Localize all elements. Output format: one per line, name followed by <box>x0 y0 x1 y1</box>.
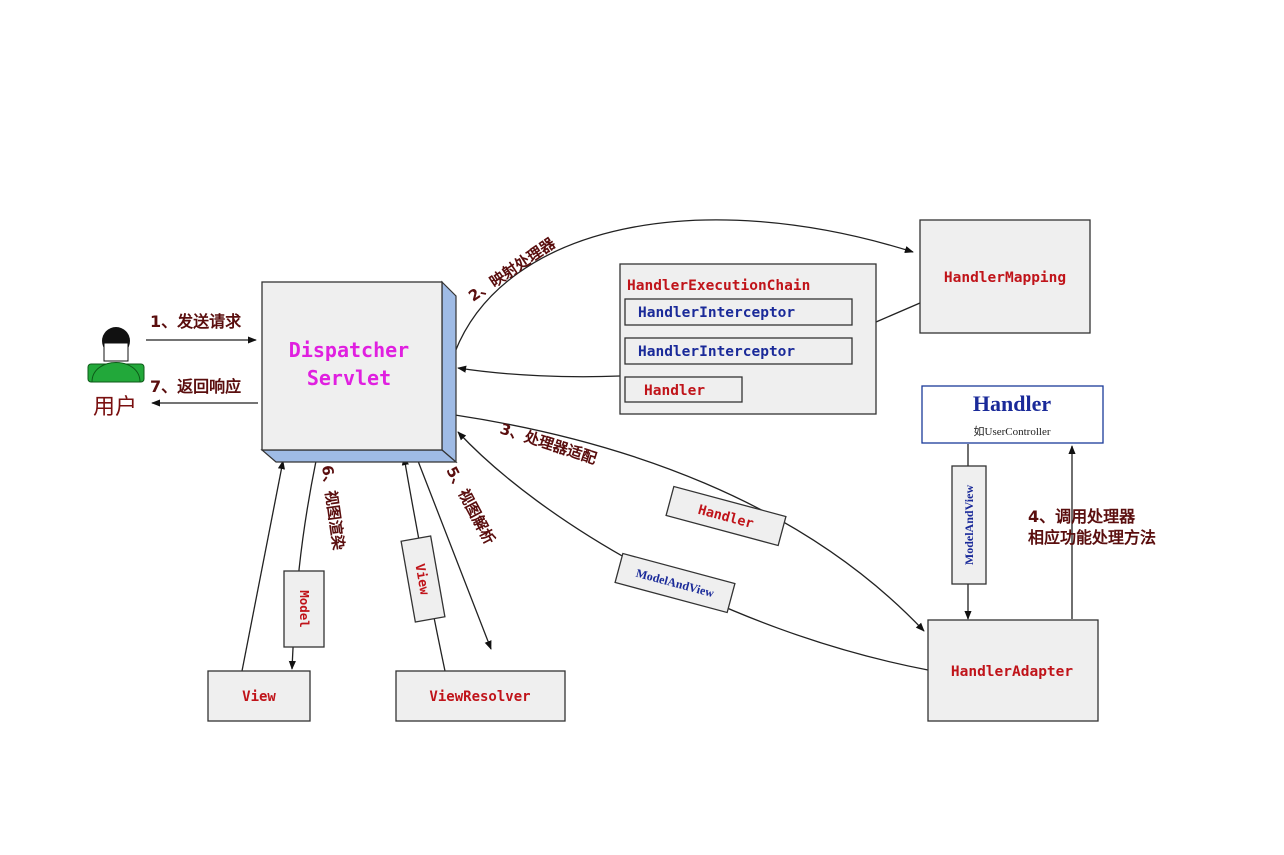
view-label: View <box>242 689 276 705</box>
arrow-servlet-to-resolver <box>417 460 492 650</box>
handler-box <box>921 385 1104 444</box>
step-3-label: 3、处理器适配 <box>498 420 599 468</box>
step-5-label: 5、视图解析 <box>442 463 498 547</box>
interceptor-box-1 <box>624 298 853 326</box>
tag-modelandview-vertical-box <box>951 465 987 585</box>
chain-handler-label: Handler <box>644 383 705 399</box>
handler-title: Handler <box>973 391 1051 416</box>
tag-modelandview-vertical-label: ModelAndView <box>962 485 976 566</box>
view-box <box>207 670 311 722</box>
arrow-adapt-handler <box>454 414 925 632</box>
step-1-label: 1、发送请求 <box>150 312 242 331</box>
interceptor-label-1: HandlerInterceptor <box>638 305 795 321</box>
handler-mapping-box <box>919 219 1091 334</box>
user-icon <box>87 327 145 383</box>
dispatcher-servlet-box <box>260 280 458 464</box>
user-label: 用户 <box>93 395 137 420</box>
servlet-label-line2: Servlet <box>307 366 391 390</box>
tag-model-label: Model <box>297 590 312 628</box>
step-2-label: 2、映射处理器 <box>465 234 559 306</box>
tag-model-box <box>283 570 325 648</box>
handler-adapter-box <box>927 619 1099 722</box>
chain-title: HandlerExecutionChain <box>627 278 810 294</box>
servlet-label-line1: Dispatcher <box>289 338 409 362</box>
arrow-chain-return <box>457 365 621 378</box>
view-resolver-label: ViewResolver <box>429 689 530 705</box>
tag-modelandview-box <box>614 552 736 614</box>
handler-mapping-label: HandlerMapping <box>944 270 1066 286</box>
arrow-view-to-servlet <box>241 460 285 672</box>
tag-view-label: View <box>411 563 431 597</box>
line-mapping-to-chain <box>875 302 921 323</box>
tag-handler-box <box>665 485 787 547</box>
arrow-return-modelandview <box>457 431 929 671</box>
step-4-label-line1: 4、调用处理器 <box>1028 507 1136 526</box>
step-7-label: 7、返回响应 <box>150 377 241 396</box>
interceptor-label-2: HandlerInterceptor <box>638 344 795 360</box>
handler-adapter-label: HandlerAdapter <box>951 664 1073 680</box>
chain-handler-box <box>624 376 743 403</box>
step-6-label: 6、视图渲染 <box>318 464 348 552</box>
handler-subtitle: 如UserController <box>974 424 1051 438</box>
interceptor-box-2 <box>624 337 853 365</box>
view-resolver-box <box>395 670 566 722</box>
tag-view-box <box>400 535 446 623</box>
step-4-label-line2: 相应功能处理方法 <box>1028 528 1156 547</box>
arrow-map-handler <box>454 219 914 353</box>
